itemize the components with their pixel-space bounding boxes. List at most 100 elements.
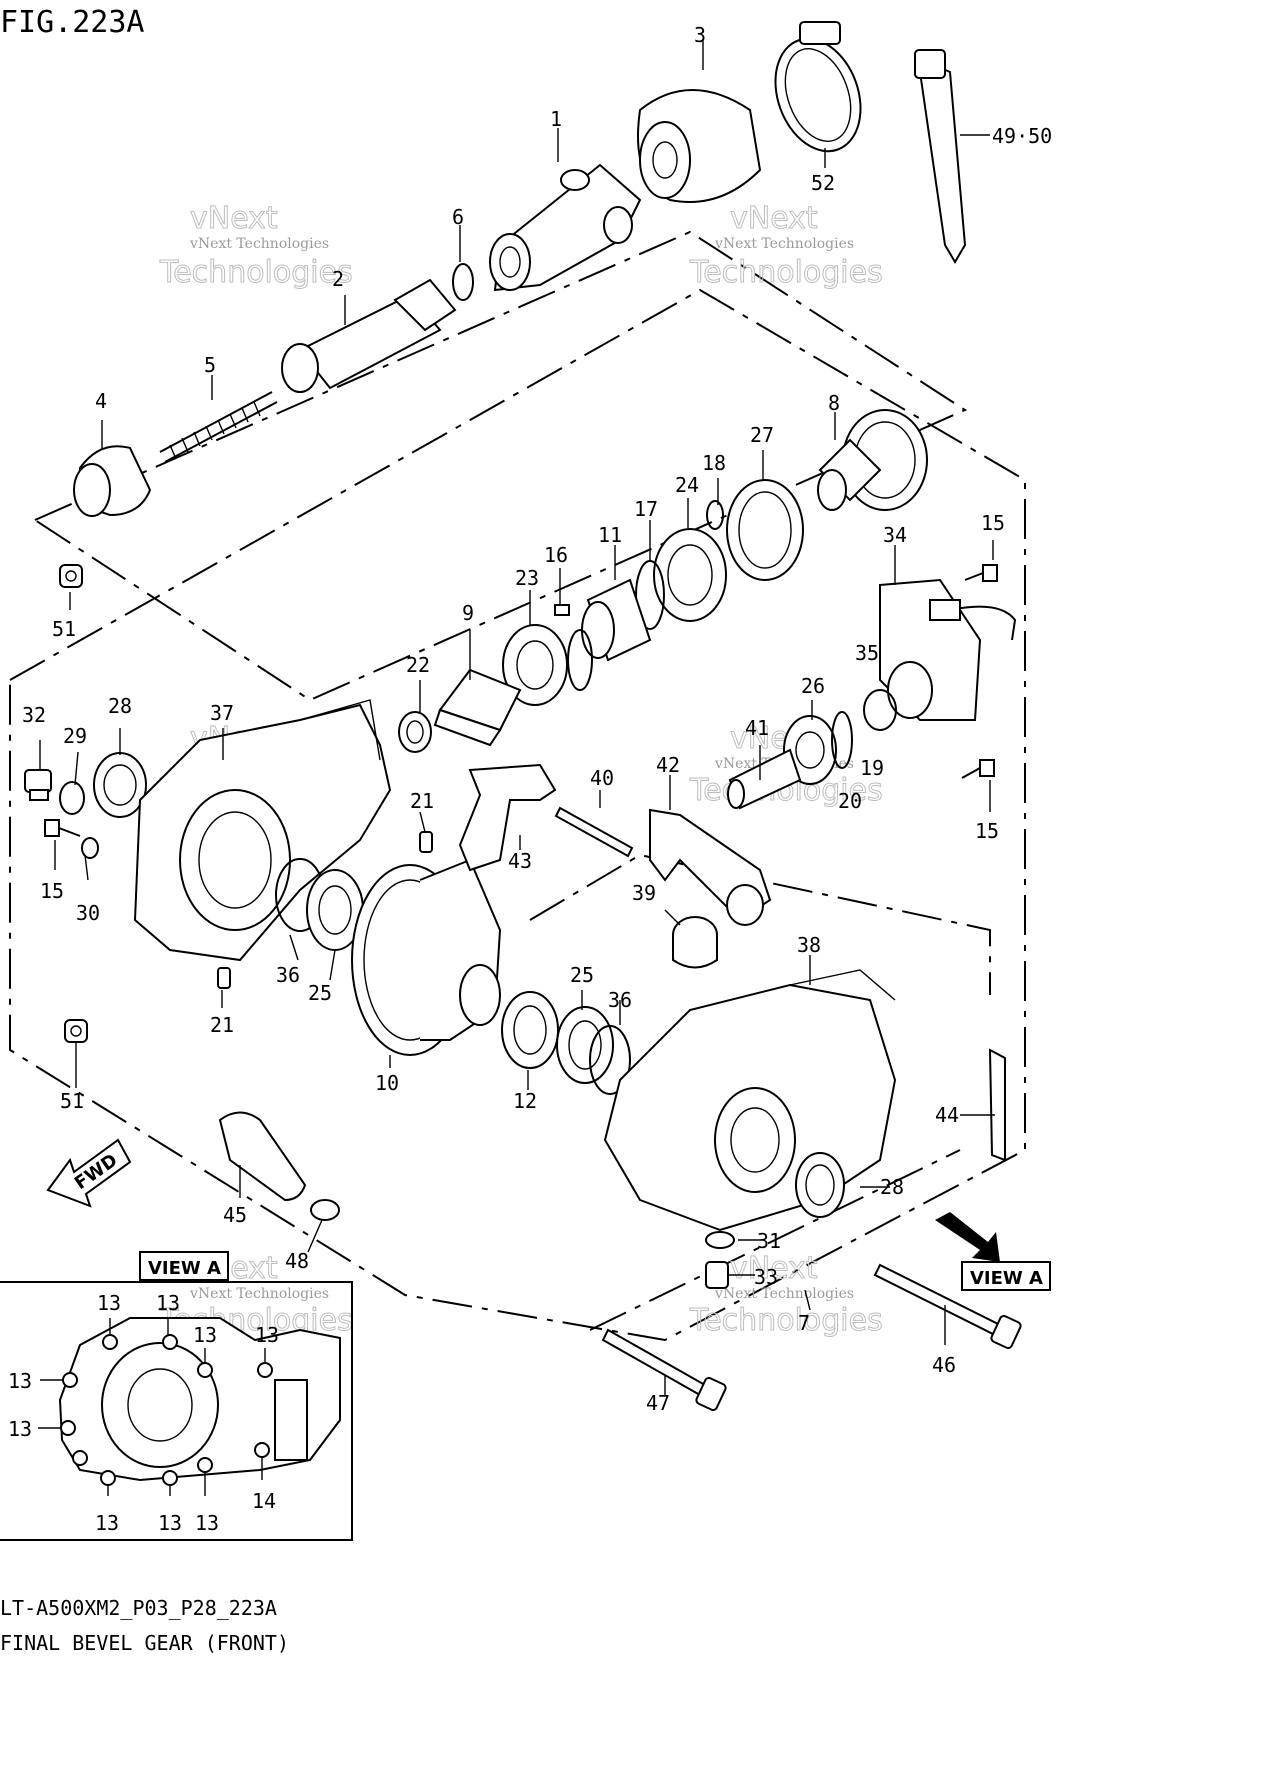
callout-label: 13 <box>255 1323 279 1347</box>
callout-label: 45 <box>223 1203 247 1227</box>
callout-label: 38 <box>797 933 821 957</box>
part-bearing <box>783 715 837 785</box>
callout-label: 33 <box>754 1265 778 1289</box>
callout-label: 39 <box>632 881 656 905</box>
callout-label: 37 <box>210 701 234 725</box>
part-long-bolt <box>873 1263 1022 1350</box>
part-shim <box>589 1025 631 1095</box>
part-clamp <box>774 21 862 153</box>
callout-label: 19 <box>860 756 884 780</box>
part-bearing <box>653 528 727 622</box>
callout-label: 11 <box>598 523 622 547</box>
part-rubber-boot <box>218 1111 307 1202</box>
frame-upper <box>32 230 968 702</box>
callout-label: 21 <box>210 1013 234 1037</box>
part-o-ring <box>863 689 897 731</box>
part-seal <box>726 479 804 581</box>
view-a-arrow: VIEW A <box>935 1212 1051 1291</box>
callout-label: 1 <box>550 107 562 131</box>
parts <box>24 21 1022 1412</box>
part-long-bolt <box>601 1328 727 1412</box>
callout-label: 2 <box>332 267 344 291</box>
figure-caption: FINAL BEVEL GEAR (FRONT) <box>0 1631 289 1655</box>
part-circlip <box>831 711 853 769</box>
callout-label: 17 <box>634 497 658 521</box>
callout-label: 10 <box>375 1071 399 1095</box>
part-shift-fork <box>458 763 557 872</box>
callout-label: 16 <box>544 543 568 567</box>
view-a-label: VIEW A <box>970 1268 1043 1289</box>
watermark-text: vNext Technologies <box>714 236 854 252</box>
watermark-text: vNext Technologies <box>189 236 329 252</box>
part-pinion-housing <box>817 409 928 511</box>
callout-label: 21 <box>410 789 434 813</box>
callout-label: 47 <box>646 1391 670 1415</box>
view-a-inset: VIEW A <box>0 1251 353 1541</box>
callout-label: 18 <box>702 451 726 475</box>
callout-label: 40 <box>590 766 614 790</box>
part-case-right <box>603 969 897 1232</box>
part-bearing <box>502 624 568 706</box>
callout-label: 20 <box>838 789 862 813</box>
watermark-text: vNext Technologies <box>714 1286 854 1302</box>
part-ring <box>567 629 593 691</box>
callout-label: 51 <box>52 617 76 641</box>
callout-label: 24 <box>675 473 699 497</box>
callout-label: 44 <box>935 1103 959 1127</box>
callout-label: 13 <box>193 1323 217 1347</box>
callout-label: 34 <box>883 523 907 547</box>
part-boot <box>637 89 762 203</box>
watermark-text: Technologies <box>159 255 353 290</box>
callout-label: 6 <box>452 205 464 229</box>
watermark-text: vNext <box>730 201 818 236</box>
callout-label: 42 <box>656 753 680 777</box>
part-spring <box>159 391 278 463</box>
callout-label: 13 <box>95 1511 119 1535</box>
part-bolt <box>964 564 998 582</box>
callout-label: 52 <box>811 171 835 195</box>
part-needle-bearing <box>398 711 432 753</box>
part-washer <box>59 781 85 815</box>
callout-label: 51 <box>60 1089 84 1113</box>
callout-label: 41 <box>745 716 769 740</box>
callout-label: 36 <box>608 988 632 1012</box>
callout-label: 13 <box>156 1291 180 1315</box>
part-collar <box>672 916 718 969</box>
part-cable-tie <box>914 49 967 264</box>
callout-label: 13 <box>8 1369 32 1393</box>
view-a-inset-label: VIEW A <box>148 1258 221 1279</box>
callout-label: 5 <box>204 353 216 377</box>
part-drain-plug <box>705 1261 729 1289</box>
callout-label: 14 <box>252 1489 276 1513</box>
callout-label: 31 <box>757 1229 781 1253</box>
part-plug <box>24 769 52 801</box>
callout-label: 22 <box>406 653 430 677</box>
part-clip <box>706 500 724 530</box>
callout-label: 4 <box>95 389 107 413</box>
callout-label: 15 <box>975 819 999 843</box>
part-spacer <box>581 578 652 662</box>
callout-label: 27 <box>750 423 774 447</box>
figure-title: FIG.223A <box>0 5 145 40</box>
callout-label: 3 <box>694 23 706 47</box>
model-code: LT-A500XM2_P03_P28_223A <box>0 1596 277 1620</box>
part-cap <box>73 445 152 517</box>
part-bearing <box>556 1006 614 1084</box>
watermark-text: vNext <box>730 1251 818 1286</box>
part-bolt <box>961 759 995 779</box>
part-small-clamp <box>310 1199 340 1221</box>
callout-label: 15 <box>981 511 1005 535</box>
part-washer <box>705 1231 735 1249</box>
part-sleeve <box>727 748 802 810</box>
part-dowel-pin <box>419 831 433 853</box>
callout-label: 25 <box>570 963 594 987</box>
callout-label: 23 <box>515 566 539 590</box>
fwd-arrow: FWD <box>46 1138 132 1208</box>
leader-lines <box>39 40 995 1395</box>
bolt-holes <box>60 1334 273 1486</box>
part-oil-seal <box>501 991 559 1069</box>
watermark-text: Technologies <box>689 1303 883 1338</box>
callout-label: 7 <box>798 1311 810 1335</box>
callout-label: 28 <box>108 694 132 718</box>
